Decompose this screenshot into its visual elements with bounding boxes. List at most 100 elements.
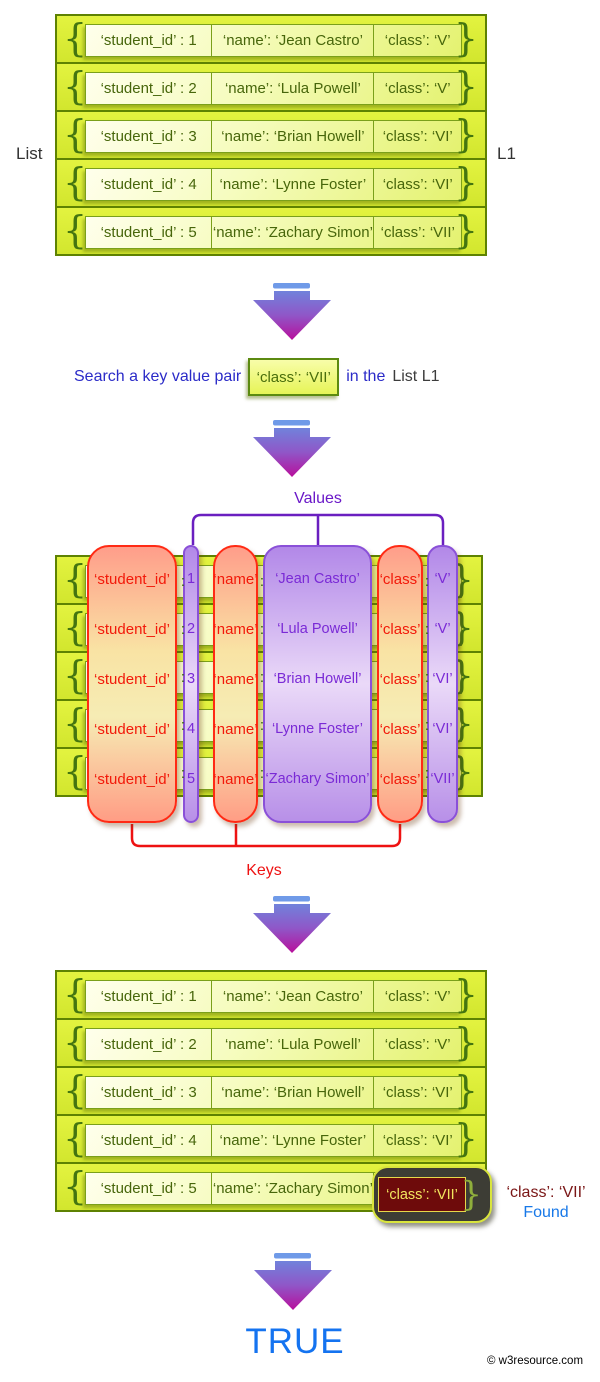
open-brace: { — [63, 64, 88, 109]
values-bracket — [191, 513, 445, 545]
dict-box: ‘student_id’ : 1 ‘name’: ‘Jean Castro’ ‘… — [85, 980, 462, 1013]
open-brace: { — [63, 653, 88, 698]
colon: : — [180, 669, 186, 686]
list-row: { ‘student_id’ : 5 ‘name’: ‘Zachary Simo… — [55, 206, 487, 256]
value-column-classes: ‘V’ ‘V’ ‘VI’ ‘VI’ ‘VII’ — [427, 545, 458, 823]
dict-box: ‘student_id’ : 4 ‘name’: ‘Lynne Foster’ … — [85, 1124, 462, 1157]
found-label: Found — [523, 1204, 569, 1221]
name-cell: ‘name’: ‘Lula Powell’ — [212, 73, 375, 104]
search-statement: Search a key value pair ‘class’: ‘VII’ i… — [74, 356, 439, 398]
colon: : — [180, 621, 186, 638]
close-brace: } — [460, 1173, 482, 1214]
key-text: ‘name’ — [213, 720, 258, 738]
key-text: ‘student_id’ — [94, 770, 170, 788]
dict-box: ‘student_id’ : 5 ‘name’: ‘Zachary Simon’… — [85, 216, 462, 249]
found-class-cell: ‘class’: ‘VII’ — [378, 1177, 466, 1212]
colon: : — [259, 669, 265, 686]
student-id-cell: ‘student_id’ : 4 — [86, 169, 213, 200]
colon: : — [424, 717, 430, 734]
colon: : — [259, 621, 265, 638]
colon: : — [180, 765, 186, 782]
close-brace: } — [453, 1068, 478, 1113]
name-cell: ‘name’: ‘Zachary Simon’ — [212, 1173, 375, 1204]
open-brace: { — [63, 605, 88, 650]
list-name-label: L1 — [497, 144, 516, 163]
value-text: 3 — [186, 671, 196, 687]
close-brace: } — [453, 160, 478, 205]
colon: : — [180, 573, 186, 590]
student-id-cell: ‘student_id’ : 3 — [86, 121, 213, 152]
colon: : — [424, 621, 430, 638]
colon: : — [259, 573, 265, 590]
list-row: { ‘student_id’ : 4 ‘name’: ‘Lynne Foster… — [55, 158, 487, 208]
dict-box: ‘student_id’ : 3 ‘name’: ‘Brian Howell’ … — [85, 1076, 462, 1109]
dict-box: ‘student_id’ : 2 ‘name’: ‘Lula Powell’ ‘… — [85, 1028, 462, 1061]
value-text: 4 — [186, 721, 196, 737]
top-list: { ‘student_id’ : 1 ‘name’: ‘Jean Castro’… — [55, 14, 487, 256]
class-cell: ‘class’: ‘VI’ — [382, 1084, 453, 1101]
list-row: { ‘student_id’ : 3 ‘name’: ‘Brian Howell… — [55, 110, 487, 160]
name-cell: ‘name’: ‘Brian Howell’ — [212, 121, 375, 152]
class-cell: ‘class’: ‘V’ — [384, 32, 451, 49]
key-text: ‘name’ — [213, 670, 258, 688]
open-brace: { — [63, 16, 88, 61]
name-cell: ‘name’: ‘Jean Castro’ — [212, 25, 375, 56]
bottom-list: { ‘student_id’ : 1 ‘name’: ‘Jean Castro’… — [55, 970, 487, 1212]
class-cell: ‘class’: ‘VII’ — [380, 224, 455, 241]
value-text: ‘VI’ — [432, 721, 453, 737]
close-brace: } — [453, 112, 478, 157]
key-column-class: ‘class’ ‘class’ ‘class’ ‘class’ ‘class’ — [377, 545, 423, 823]
open-brace: { — [63, 1020, 88, 1065]
name-cell: ‘name’: ‘Lynne Foster’ — [212, 1125, 375, 1156]
key-text: ‘name’ — [213, 570, 258, 588]
key-text: ‘student_id’ — [94, 670, 170, 688]
key-text: ‘name’ — [213, 770, 258, 788]
result-text: TRUE — [245, 1322, 345, 1361]
key-text: ‘student_id’ — [94, 620, 170, 638]
student-id-cell: ‘student_id’ : 5 — [86, 1173, 213, 1204]
down-arrow-icon — [254, 1253, 332, 1310]
value-text: ‘Zachary Simon’ — [265, 771, 370, 787]
student-id-cell: ‘student_id’ : 5 — [86, 217, 213, 248]
key-text: ‘student_id’ — [94, 720, 170, 738]
open-brace: { — [63, 701, 88, 746]
values-label: Values — [294, 490, 342, 507]
open-brace: { — [63, 160, 88, 205]
colon: : — [259, 717, 265, 734]
watermark-text: © w3resource.com — [487, 1355, 584, 1367]
down-arrow-icon — [253, 283, 331, 340]
value-text: ‘Lula Powell’ — [277, 621, 358, 637]
found-pair-text: ‘class’: ‘VII’ — [506, 1184, 586, 1201]
value-text: ‘V’ — [434, 621, 451, 637]
value-text: ‘V’ — [434, 571, 451, 587]
key-text: ‘class’ — [379, 720, 421, 738]
class-cell: ‘class’: ‘VI’ — [382, 176, 453, 193]
value-text: 1 — [186, 571, 196, 587]
close-brace: } — [453, 1116, 478, 1161]
list-row: { ‘student_id’ : 1 ‘name’: ‘Jean Castro’… — [55, 14, 487, 64]
name-cell: ‘name’: ‘Zachary Simon’ — [212, 217, 375, 248]
value-text: ‘Lynne Foster’ — [271, 721, 364, 737]
close-brace: } — [453, 16, 478, 61]
class-cell: ‘class’: ‘VI’ — [382, 128, 453, 145]
student-id-cell: ‘student_id’ : 4 — [86, 1125, 213, 1156]
value-text: ‘VII’ — [430, 771, 455, 787]
key-column-student-id: ‘student_id’ ‘student_id’ ‘student_id’ ‘… — [87, 545, 177, 823]
key-column-name: ‘name’ ‘name’ ‘name’ ‘name’ ‘name’ — [213, 545, 258, 823]
keys-bracket — [130, 824, 402, 848]
student-id-cell: ‘student_id’ : 3 — [86, 1077, 213, 1108]
colon: : — [180, 717, 186, 734]
close-brace: } — [453, 972, 478, 1017]
list-row: { ‘student_id’ : 1 ‘name’: ‘Jean Castro’… — [55, 970, 487, 1020]
name-cell: ‘name’: ‘Lynne Foster’ — [212, 169, 375, 200]
list-row: { ‘student_id’ : 3 ‘name’: ‘Brian Howell… — [55, 1066, 487, 1116]
open-brace: { — [63, 972, 88, 1017]
name-cell: ‘name’: ‘Brian Howell’ — [212, 1077, 375, 1108]
open-brace: { — [63, 1068, 88, 1113]
list-row: { ‘student_id’ : 2 ‘name’: ‘Lula Powell’… — [55, 1018, 487, 1068]
student-id-cell: ‘student_id’ : 2 — [86, 73, 213, 104]
student-id-cell: ‘student_id’ : 2 — [86, 1029, 213, 1060]
close-brace: } — [453, 208, 478, 253]
dict-box: ‘student_id’ : 3 ‘name’: ‘Brian Howell’ … — [85, 120, 462, 153]
